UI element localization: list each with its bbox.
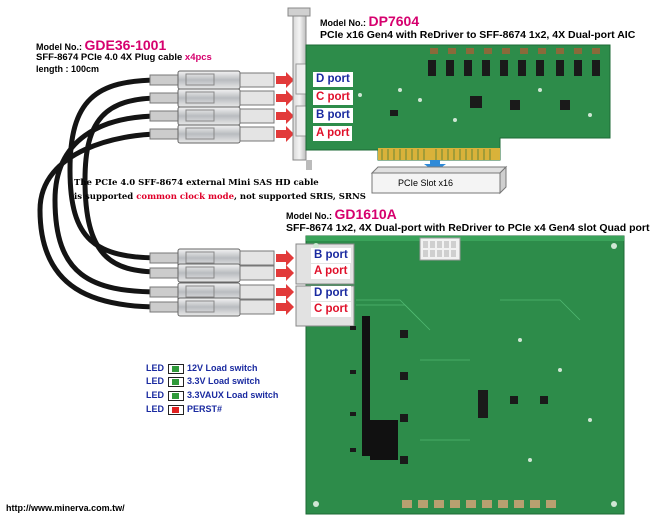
cables [37, 77, 163, 310]
led-green-icon [168, 390, 184, 401]
led-label: 3.3VAUX Load switch [187, 390, 279, 400]
target-port-b: B port [311, 248, 351, 263]
led-prefix: LED [146, 390, 164, 400]
aic-model-code: DP7604 [368, 13, 420, 29]
pcie-slot-illustration [370, 160, 508, 195]
target-port-c: C port [311, 302, 351, 317]
target-description: SFF-8674 1x2, 4X Dual-port with ReDriver… [286, 222, 650, 234]
led-legend-perst: LED PERST# [146, 403, 222, 415]
cable-model-code: GDE36-1001 [84, 37, 167, 53]
aic-port-d: D port [313, 72, 353, 87]
aic-port-c: C port [313, 90, 353, 105]
target-board-pcb [295, 235, 625, 515]
led-prefix: LED [146, 404, 164, 414]
note-line-2-pre: is supported [74, 192, 137, 202]
note-line-1: The PCIe 4.0 SFF-8674 external Mini SAS … [74, 178, 319, 188]
target-model-number: Model No.: GD1610A [286, 206, 397, 222]
aic-port-b: B port [313, 108, 353, 123]
cable-model-number: Model No.: GDE36-1001 [36, 37, 166, 53]
cable-desc-text: SFF-8674 PCIe 4.0 4X Plug cable [36, 52, 185, 63]
lower-arrows [276, 250, 294, 315]
aic-bracket [287, 7, 321, 170]
cable-qty: x4pcs [184, 52, 212, 63]
aic-model-prefix: Model No.: [320, 18, 366, 28]
cable-length: length : 100cm [36, 64, 100, 74]
led-label: 12V Load switch [187, 363, 258, 373]
target-model-prefix: Model No.: [286, 211, 332, 221]
aic-pcb [305, 44, 611, 161]
led-green-icon [168, 376, 184, 387]
target-model-code: GD1610A [334, 206, 397, 222]
website-url[interactable]: http://www.minerva.com.tw/ [6, 503, 125, 513]
note-highlight: common clock mode [136, 192, 234, 202]
led-red-icon [168, 404, 184, 415]
aic-model-number: Model No.: DP7604 [320, 13, 419, 29]
led-label: PERST# [187, 404, 223, 414]
note-line-2: is supported common clock mode, not supp… [74, 192, 366, 202]
lower-cable-connectors [149, 248, 275, 317]
led-green-icon [168, 363, 184, 374]
upper-cable-connectors [149, 70, 275, 144]
led-prefix: LED [146, 376, 164, 386]
led-label: 3.3V Load switch [187, 376, 261, 386]
led-legend-3v3aux: LED 3.3VAUX Load switch [146, 389, 278, 401]
aic-description: PCIe x16 Gen4 with ReDriver to SFF-8674 … [320, 29, 636, 41]
cable-description: SFF-8674 PCIe 4.0 4X Plug cable x4pcs [36, 52, 212, 63]
note-line-2-post: , not supported SRIS, SRNS [233, 192, 366, 202]
target-port-a: A port [311, 264, 351, 279]
cable-model-prefix: Model No.: [36, 42, 82, 52]
led-legend-3v3: LED 3.3V Load switch [146, 375, 260, 387]
pcie-slot-label: PCIe Slot x16 [398, 178, 454, 188]
led-prefix: LED [146, 363, 164, 373]
aic-port-a: A port [313, 126, 353, 141]
upper-arrows [276, 72, 294, 142]
led-legend-12v: LED 12V Load switch [146, 362, 258, 374]
target-port-d: D port [311, 286, 351, 301]
